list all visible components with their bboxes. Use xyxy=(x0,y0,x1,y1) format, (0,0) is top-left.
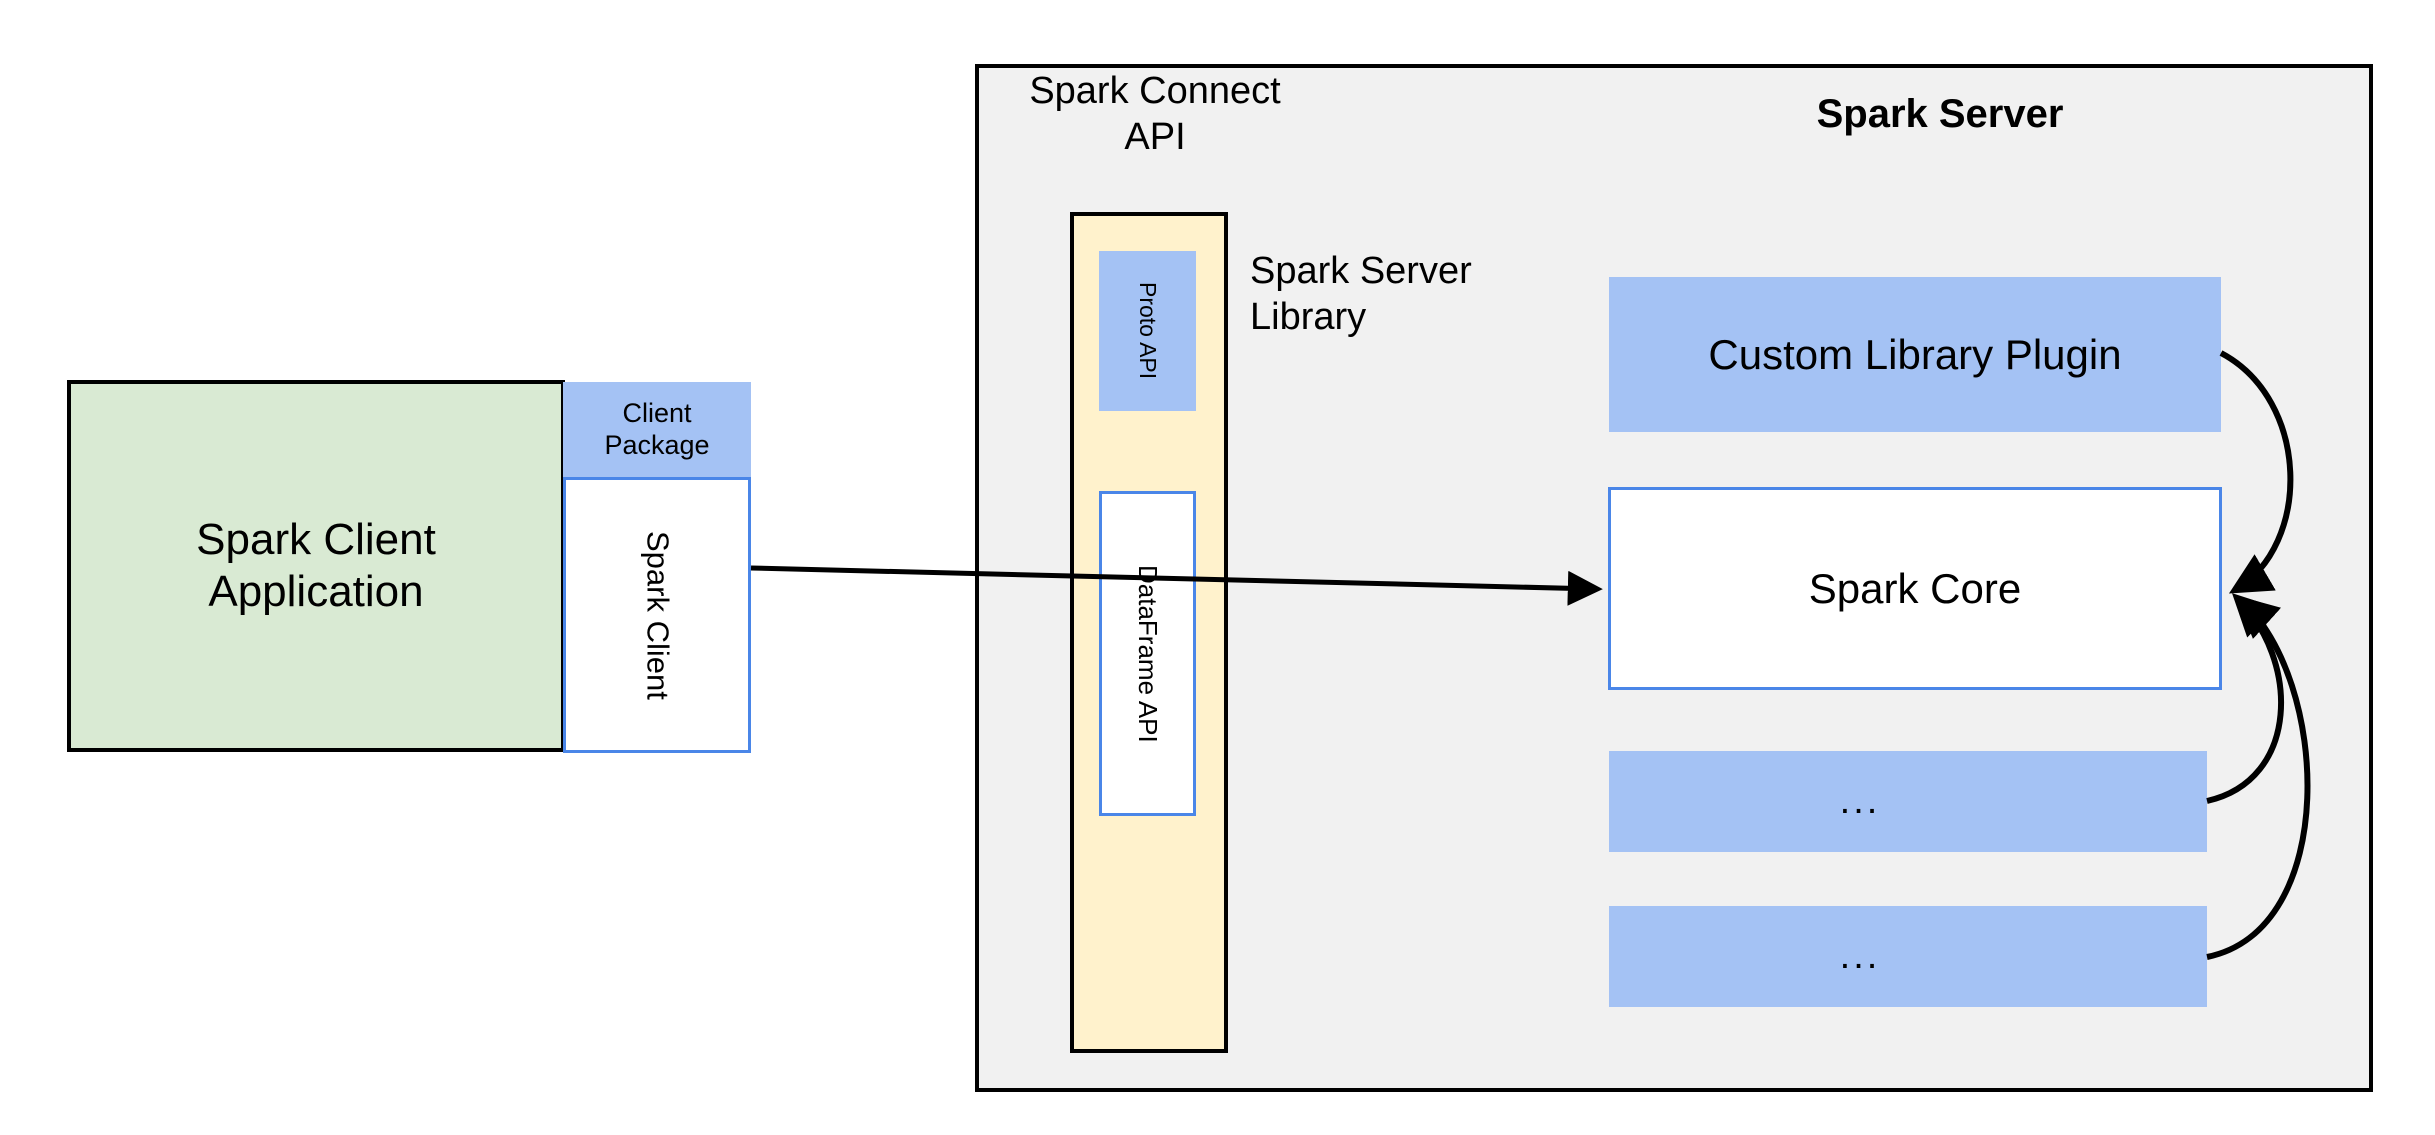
dataframe-api-block: DataFrame API xyxy=(1099,491,1196,816)
spark-server-title: Spark Server xyxy=(1816,92,2064,136)
spark-client-application-line2: Application xyxy=(208,567,424,616)
ellipsis-block-1: ... xyxy=(1609,751,2207,852)
spark-connect-api-line2: API xyxy=(1124,116,1186,159)
spark-client-application-block: Spark Client Application xyxy=(67,380,565,752)
proto-api-block: Proto API xyxy=(1099,251,1196,411)
spark-server-library-line2: Library xyxy=(1250,296,1367,339)
custom-library-plugin-label: Custom Library Plugin xyxy=(1708,330,2122,378)
spark-client-label: Spark Client xyxy=(640,530,676,700)
dataframe-api-label: DataFrame API xyxy=(1132,564,1163,743)
spark-server-library-line1: Spark Server xyxy=(1250,250,1472,292)
client-package-block: Client Package xyxy=(563,382,751,478)
client-package-line1: Client xyxy=(622,398,692,429)
custom-library-plugin-block: Custom Library Plugin xyxy=(1609,277,2221,432)
spark-client-application-line1: Spark Client xyxy=(196,515,436,565)
spark-server-library-label: Spark Server Library xyxy=(1250,248,1580,358)
spark-client-block: Spark Client xyxy=(563,477,751,753)
ellipsis-block-2: ... xyxy=(1609,906,2207,1007)
proto-api-label: Proto API xyxy=(1135,282,1162,380)
client-package-line2: Package xyxy=(604,430,710,460)
ellipsis-block-2-label: ... xyxy=(1839,935,1881,978)
spark-connect-api-line1: Spark Connect xyxy=(1029,70,1281,112)
ellipsis-block-1-label: ... xyxy=(1839,780,1881,823)
spark-core-label: Spark Core xyxy=(1808,564,2022,612)
spark-connect-api-label: Spark Connect API xyxy=(1010,68,1300,158)
spark-core-block: Spark Core xyxy=(1608,487,2222,690)
